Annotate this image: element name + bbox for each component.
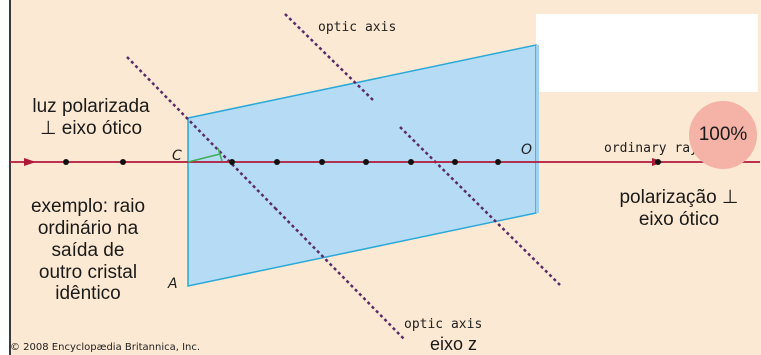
exemplo-line-5: idêntico xyxy=(55,283,121,305)
polarization-dot-4 xyxy=(274,159,280,165)
crystal-right-edge xyxy=(536,45,539,213)
luz-line-2: ⊥ eixo ótico xyxy=(39,117,143,139)
optic-axis-line-1b xyxy=(274,207,406,341)
point-c-label: C xyxy=(172,148,182,164)
exemplo-line-1: exemplo: raio xyxy=(30,196,146,217)
optic-axis-line-1 xyxy=(126,56,276,209)
polarization-dot-10 xyxy=(655,159,661,165)
polarizacao-line-2: eixo ótico xyxy=(638,208,720,230)
optic-axis-top-label: optic axis xyxy=(318,20,397,35)
polarizacao-annotation: polarização ⊥ eixo ótico xyxy=(604,187,754,231)
angle-mark-tick xyxy=(217,147,223,162)
highlight-patch xyxy=(536,14,758,92)
polarization-dot-7 xyxy=(408,159,414,165)
optic-axis-line-3 xyxy=(399,126,561,286)
exemplo-line-2: ordinário na xyxy=(37,217,139,239)
exemplo-line-3: saída de xyxy=(51,239,125,261)
polarization-dot-1 xyxy=(63,159,69,165)
polarization-dot-8 xyxy=(452,159,458,165)
optic-axis-bottom-label: optic axis xyxy=(404,317,483,332)
exemplo-line-4: outro cristal xyxy=(38,261,138,283)
copyright-text: © 2008 Encyclopædia Britannica, Inc. xyxy=(10,342,201,353)
ray-arrowhead-left xyxy=(24,158,36,166)
polarization-dot-5 xyxy=(319,159,325,165)
crystal-parallelogram xyxy=(187,44,537,287)
polarization-dot-2 xyxy=(120,159,126,165)
polarization-dot-3 xyxy=(229,159,235,165)
polarization-dot-9 xyxy=(495,159,501,165)
point-a-label: A xyxy=(168,276,178,292)
point-o-label: O xyxy=(521,142,533,158)
angle-mark xyxy=(187,153,221,163)
zoom-badge[interactable]: 100% xyxy=(689,101,757,169)
exemplo-annotation: exemplo: raio ordinário na saída de outr… xyxy=(8,196,168,305)
polarization-dot-6 xyxy=(363,159,369,165)
eixo-z-label: eixo z xyxy=(430,334,478,354)
polarizacao-line-1: polarização ⊥ xyxy=(619,187,739,208)
figure-left-border xyxy=(9,0,11,355)
zoom-label: 100% xyxy=(698,124,748,145)
luz-line-1: luz polarizada xyxy=(32,96,150,117)
ordinary-ray-label: ordinary ray xyxy=(604,141,698,156)
luz-polarizada-annotation: luz polarizada ⊥ eixo ótico xyxy=(16,96,166,140)
polarization-dots xyxy=(63,159,661,165)
optic-axis-line-2 xyxy=(284,13,376,103)
